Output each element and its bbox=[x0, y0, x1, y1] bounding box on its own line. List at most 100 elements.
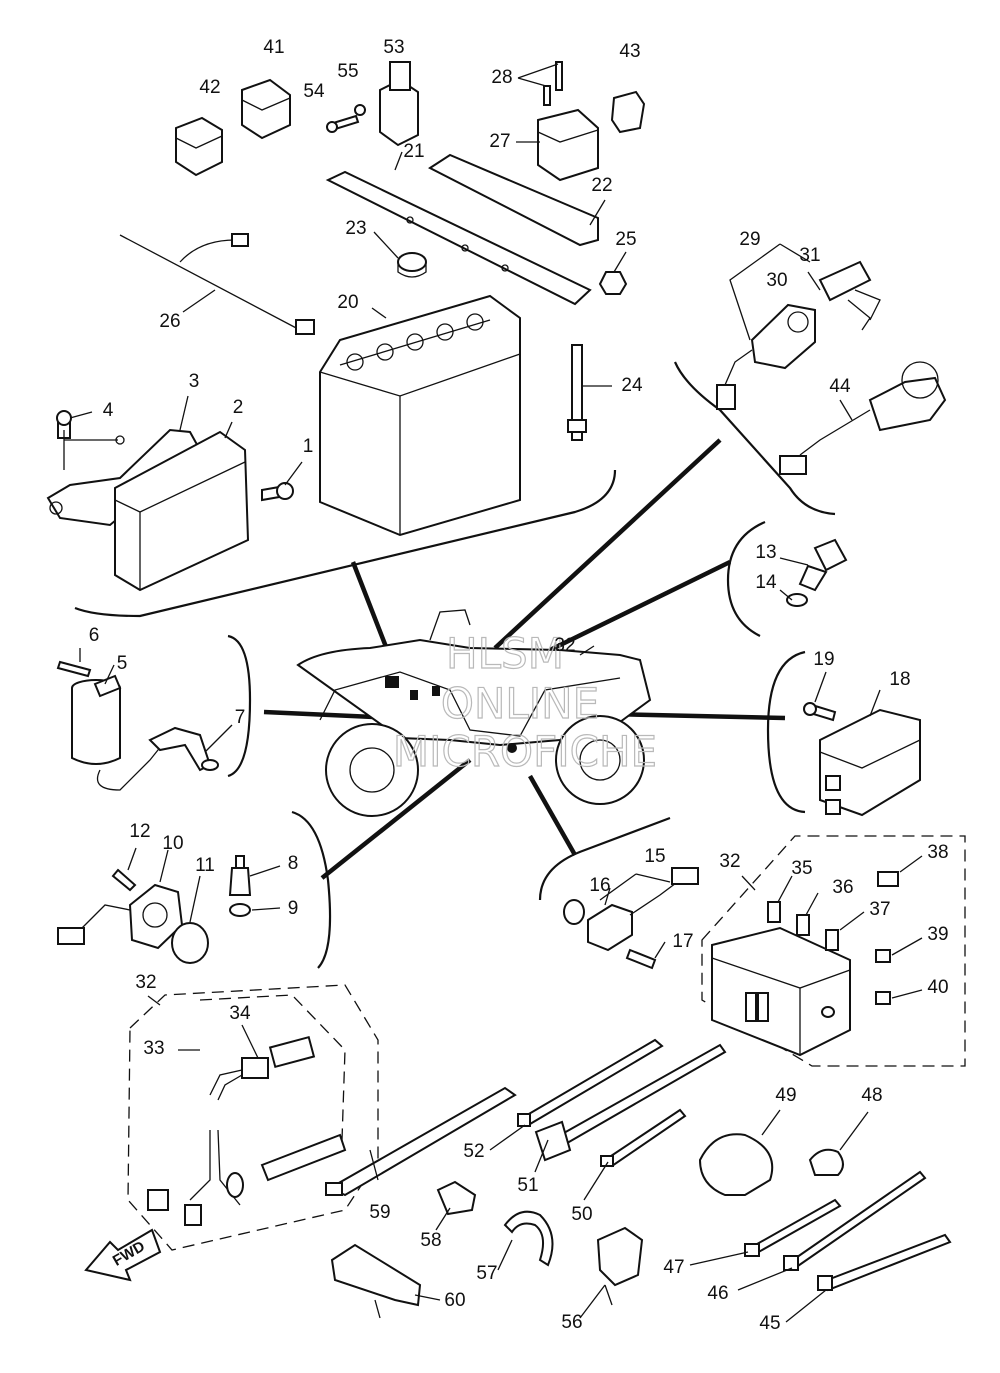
key bbox=[818, 260, 881, 331]
callout-17: 17 bbox=[672, 931, 693, 952]
callout-57: 57 bbox=[476, 1263, 497, 1284]
callout-10: 10 bbox=[162, 833, 183, 854]
bolt-1 bbox=[261, 482, 294, 502]
callout-14: 14 bbox=[755, 572, 777, 593]
callout-36: 36 bbox=[832, 877, 853, 898]
callout-28: 28 bbox=[491, 67, 512, 88]
bolt-17 bbox=[625, 948, 657, 970]
ignition-coil bbox=[71, 674, 219, 791]
clamp-49 bbox=[698, 1133, 774, 1196]
cable-tie-46 bbox=[783, 1170, 927, 1271]
callout-59: 59 bbox=[369, 1202, 390, 1223]
clamp-48 bbox=[808, 1148, 844, 1176]
rectifier bbox=[819, 708, 921, 817]
callout-13: 13 bbox=[755, 542, 776, 563]
bolt-6 bbox=[56, 660, 92, 678]
battery-band-bolt bbox=[567, 344, 587, 441]
washer-9 bbox=[229, 903, 251, 917]
leader-lines bbox=[63, 63, 923, 1323]
callout-29: 29 bbox=[739, 229, 760, 250]
kit-boxes bbox=[127, 835, 966, 1251]
socket-44 bbox=[779, 361, 947, 475]
callout-25: 25 bbox=[615, 229, 636, 250]
callout-56: 56 bbox=[561, 1312, 582, 1333]
connector-lines bbox=[263, 438, 786, 880]
main-switch bbox=[716, 303, 816, 410]
ecu-bracket bbox=[46, 428, 202, 527]
callout-32-atv: 32 bbox=[554, 635, 575, 656]
callouts: 1 2 3 4 5 6 7 8 9 10 11 12 13 14 15 16 1… bbox=[89, 37, 949, 1334]
screws-28 bbox=[543, 61, 563, 106]
callout-3: 3 bbox=[189, 371, 200, 392]
callout-40: 40 bbox=[927, 977, 948, 998]
washer-55 bbox=[354, 104, 366, 116]
callout-51: 51 bbox=[517, 1175, 538, 1196]
watermark: HLSM ONLINE MICROFICHE bbox=[392, 628, 657, 776]
battery-rubber-pad bbox=[397, 252, 427, 278]
ecu-unit bbox=[114, 430, 250, 592]
speed-sensor bbox=[587, 867, 699, 952]
callout-12: 12 bbox=[129, 821, 150, 842]
fwd-arrow: FWD bbox=[84, 1228, 162, 1282]
relay-43 bbox=[610, 90, 646, 134]
callout-5: 5 bbox=[117, 653, 128, 674]
bolt-19 bbox=[803, 702, 837, 722]
wire-harness-kit bbox=[147, 1035, 347, 1226]
callout-27: 27 bbox=[489, 131, 510, 152]
callout-34: 34 bbox=[229, 1003, 251, 1024]
callout-20: 20 bbox=[337, 292, 358, 313]
callout-53: 53 bbox=[383, 37, 404, 58]
clamp-58 bbox=[436, 1180, 477, 1216]
relay-41 bbox=[241, 78, 291, 140]
callout-49: 49 bbox=[775, 1085, 796, 1106]
callout-21: 21 bbox=[403, 141, 424, 162]
nut bbox=[598, 271, 628, 295]
battery bbox=[319, 294, 521, 537]
callout-50: 50 bbox=[571, 1204, 592, 1225]
fuse-box bbox=[711, 926, 851, 1057]
callout-2: 2 bbox=[233, 397, 244, 418]
callout-22: 22 bbox=[591, 175, 612, 196]
callout-15: 15 bbox=[644, 846, 665, 867]
callout-24: 24 bbox=[621, 375, 643, 396]
callout-43: 43 bbox=[619, 41, 640, 62]
watermark-line-1: HLSM bbox=[446, 629, 564, 678]
callout-44: 44 bbox=[829, 376, 851, 397]
callout-11: 11 bbox=[195, 855, 215, 876]
callout-39: 39 bbox=[927, 924, 948, 945]
callout-18: 18 bbox=[889, 669, 910, 690]
callout-35: 35 bbox=[791, 858, 812, 879]
relay-53 bbox=[379, 61, 419, 147]
clamp-60 bbox=[330, 1243, 422, 1319]
clamp-57 bbox=[503, 1210, 554, 1267]
callout-7: 7 bbox=[235, 707, 246, 728]
cable-tie-52 bbox=[517, 1038, 664, 1127]
callout-37: 37 bbox=[869, 899, 890, 920]
callout-58: 58 bbox=[420, 1230, 441, 1251]
callout-41: 41 bbox=[263, 37, 284, 58]
callout-42: 42 bbox=[199, 77, 220, 98]
callout-6: 6 bbox=[89, 625, 100, 646]
battery-bracket bbox=[325, 153, 599, 306]
callout-23: 23 bbox=[345, 218, 366, 239]
callout-47: 47 bbox=[663, 1257, 684, 1278]
wire-lead bbox=[119, 233, 315, 335]
group-outlines bbox=[74, 361, 836, 969]
callout-55: 55 bbox=[337, 61, 358, 82]
oring-11 bbox=[171, 922, 209, 964]
callout-9: 9 bbox=[288, 898, 299, 919]
callout-48: 48 bbox=[861, 1085, 882, 1106]
callout-16: 16 bbox=[589, 875, 610, 896]
callout-30: 30 bbox=[766, 270, 787, 291]
sensor-13 bbox=[786, 538, 848, 607]
sensor-8 bbox=[228, 855, 252, 896]
callout-52: 52 bbox=[463, 1141, 484, 1162]
callout-1: 1 bbox=[303, 436, 314, 457]
callout-45: 45 bbox=[759, 1313, 780, 1334]
callout-60: 60 bbox=[444, 1290, 465, 1311]
watermark-line-3: MICROFICHE bbox=[393, 727, 657, 776]
pickup-coil bbox=[57, 883, 184, 950]
cable-tie-47 bbox=[744, 1198, 842, 1257]
callout-26: 26 bbox=[159, 311, 180, 332]
